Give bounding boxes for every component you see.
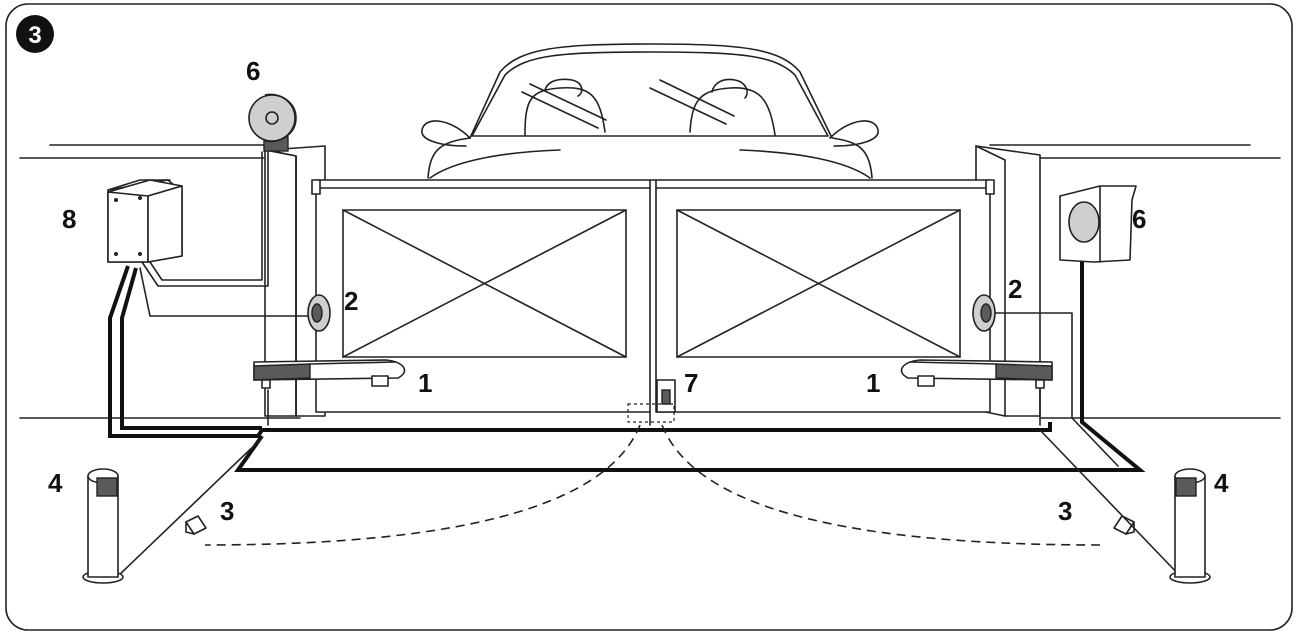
photocell-left xyxy=(307,294,331,332)
car-hood-left xyxy=(429,149,561,179)
control-unit xyxy=(107,179,183,263)
badge-number: 3 xyxy=(28,22,41,49)
label-photo-post-left: 3 xyxy=(220,496,234,526)
photo-post-right xyxy=(1113,515,1135,535)
badge-circle xyxy=(16,15,54,53)
label-photocell-right: 2 xyxy=(1008,274,1022,304)
gate-swing-arcs xyxy=(204,424,1101,546)
label-post-left: 4 xyxy=(48,468,63,498)
label-photo-post-right: 3 xyxy=(1058,496,1072,526)
car-mirror-right xyxy=(829,120,879,147)
label-motor-left: 1 xyxy=(418,368,432,398)
car-body-outline xyxy=(427,43,873,179)
post-wiring xyxy=(115,429,1183,579)
figure-badge: 3 xyxy=(16,15,54,53)
column-left xyxy=(82,468,124,584)
label-motor-right: 1 xyxy=(866,368,880,398)
blinker-right xyxy=(1059,185,1137,263)
wiring-thick xyxy=(108,230,1146,472)
car-headrest-left xyxy=(544,78,583,97)
key-selector xyxy=(627,379,676,423)
label-key-selector: 7 xyxy=(684,368,698,398)
photocell-right xyxy=(972,294,996,332)
car-mirror-left xyxy=(421,120,471,147)
label-blinker-right: 6 xyxy=(1132,204,1146,234)
wiring-thin xyxy=(139,151,1119,467)
car xyxy=(421,43,879,179)
pillar-left xyxy=(264,145,326,417)
column-right xyxy=(1169,468,1211,584)
car-seat-left xyxy=(524,86,606,136)
label-control-unit: 8 xyxy=(62,204,76,234)
label-blinker-left: 6 xyxy=(246,56,260,86)
car-seat-right xyxy=(689,87,776,136)
gate-leaf-left xyxy=(311,179,651,413)
label-photocell-left: 2 xyxy=(344,286,358,316)
motor-left xyxy=(253,359,406,389)
motor-right xyxy=(900,359,1053,389)
gate-leaf-right xyxy=(649,179,995,413)
blinker-left xyxy=(248,93,297,152)
car-headrest-right xyxy=(711,78,748,99)
car-hood-right xyxy=(739,149,871,179)
label-post-right: 4 xyxy=(1214,468,1229,498)
car-windshield xyxy=(471,51,829,137)
photo-post-left xyxy=(185,515,207,535)
